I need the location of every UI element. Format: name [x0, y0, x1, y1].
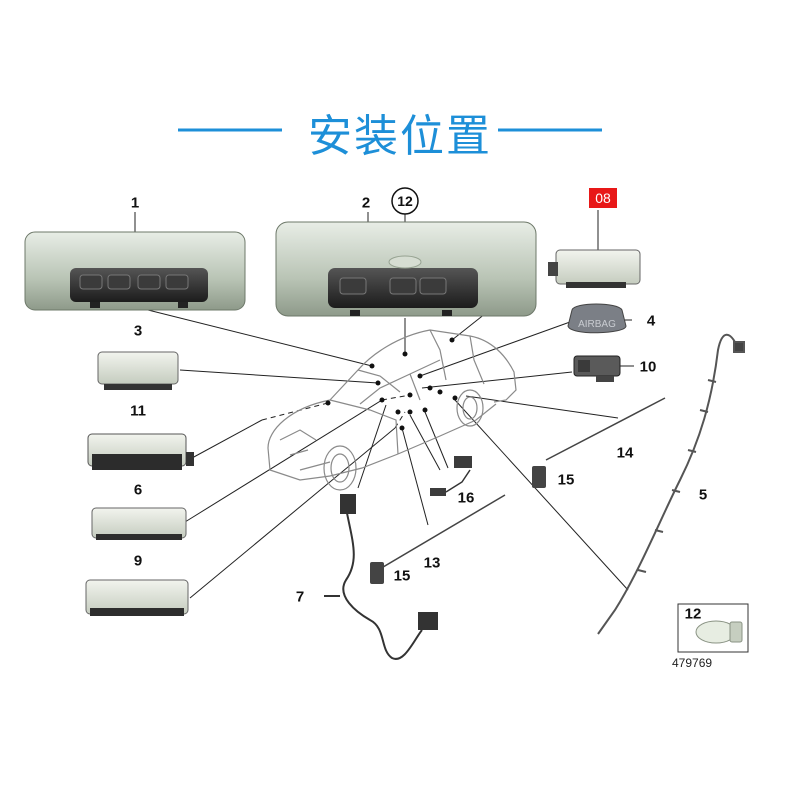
callout-3: 3	[133, 322, 143, 340]
part-6-footwell-light	[91, 507, 187, 540]
callout-5: 5	[698, 486, 708, 504]
part-15-socket-b	[370, 562, 384, 584]
airbag-text: AIRBAG	[578, 319, 616, 330]
callout-9: 9	[133, 552, 143, 570]
part-11-glovebox-light	[87, 433, 194, 470]
car-outline	[267, 329, 517, 491]
part-16-switch-connector	[430, 456, 472, 496]
part-7-connector-b	[418, 612, 438, 630]
callout-16: 16	[457, 489, 475, 507]
part-2-rear-light-module	[275, 221, 537, 317]
part-08-lamp	[548, 249, 641, 288]
page-title: 安装位置	[308, 111, 492, 162]
part-3-reading-light	[97, 351, 179, 390]
callout-6: 6	[133, 481, 143, 499]
circle-12-marker	[391, 187, 419, 215]
leader-lines	[127, 210, 634, 599]
part-14-wire	[545, 397, 666, 461]
part-12-bulb	[677, 603, 749, 653]
callout-10: 10	[639, 358, 657, 376]
callout-1: 1	[130, 194, 140, 212]
callout-4: 4	[646, 312, 656, 330]
part-4-airbag-cover: AIRBAG	[567, 303, 627, 334]
dashed-leaders	[261, 394, 411, 429]
location-dots	[325, 337, 458, 431]
part-15-socket-a	[532, 466, 546, 488]
callout-11: 11	[130, 402, 146, 420]
part-1-front-light-module	[24, 231, 246, 311]
callout-12-box: 12	[684, 605, 702, 623]
reference-number: 479769	[672, 656, 713, 670]
callout-14: 14	[616, 444, 634, 462]
part-7-cable	[324, 507, 423, 660]
part-7-connector-a	[340, 494, 356, 514]
part-13-wire	[377, 494, 506, 571]
callout-13: 13	[423, 554, 441, 572]
callout-15-b: 15	[393, 567, 411, 585]
callout-15-a: 15	[557, 471, 575, 489]
part-9-luggage-light	[85, 579, 189, 616]
part-5-wiring-harness	[597, 333, 745, 635]
part-badge: 08	[589, 188, 617, 208]
callout-2: 2	[361, 194, 371, 212]
part-10-connector	[573, 355, 621, 382]
callout-7: 7	[295, 588, 305, 606]
callout-12-circled: 12	[397, 193, 413, 209]
